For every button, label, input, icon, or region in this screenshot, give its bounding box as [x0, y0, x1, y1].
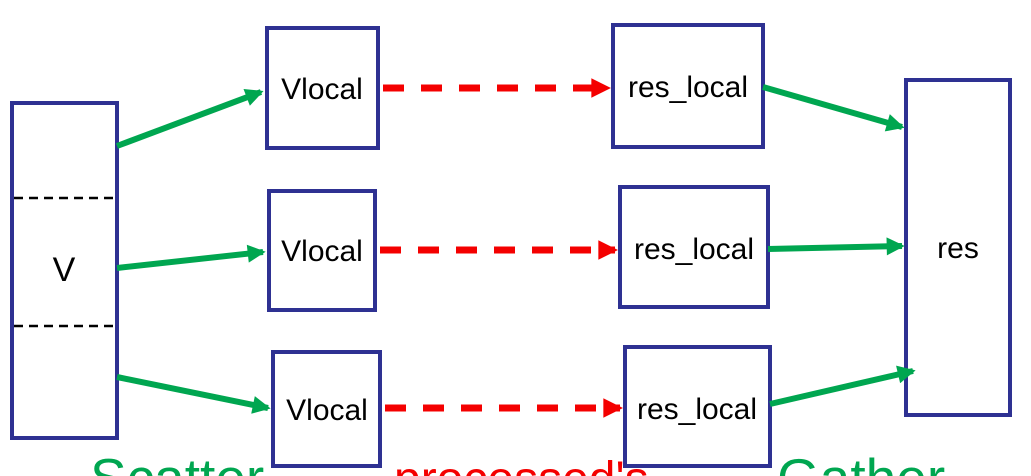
local-vector-box: [265, 26, 380, 150]
local-vector-box: [271, 350, 382, 468]
gather-arrow: [769, 365, 916, 407]
caption-scatter: Scatter: [90, 447, 264, 476]
local-vector-box: [267, 189, 377, 312]
input-vector-box: [10, 101, 119, 440]
result-vector-box: [904, 78, 1012, 417]
local-result-label: res_local: [637, 393, 757, 426]
local-vector-label: Vlocal: [281, 235, 363, 268]
caption-gather: Gather: [777, 447, 945, 476]
gather-arrow: [767, 237, 905, 256]
local-vector-label: Vlocal: [286, 394, 368, 427]
local-result-box: [618, 185, 770, 309]
local-result-label: res_local: [628, 71, 748, 104]
local-result-box: [623, 345, 772, 468]
result-vector-label: res: [937, 232, 979, 265]
caption-process: processed's: [394, 453, 649, 476]
input-vector-label: V: [53, 251, 76, 289]
scatter-arrow: [116, 374, 271, 414]
local-vector-label: Vlocal: [281, 73, 363, 106]
scatter-arrow: [116, 244, 266, 271]
scatter-arrow: [115, 88, 264, 149]
local-result-label: res_local: [634, 233, 754, 266]
local-result-box: [611, 23, 765, 149]
gather-arrow: [762, 84, 905, 132]
